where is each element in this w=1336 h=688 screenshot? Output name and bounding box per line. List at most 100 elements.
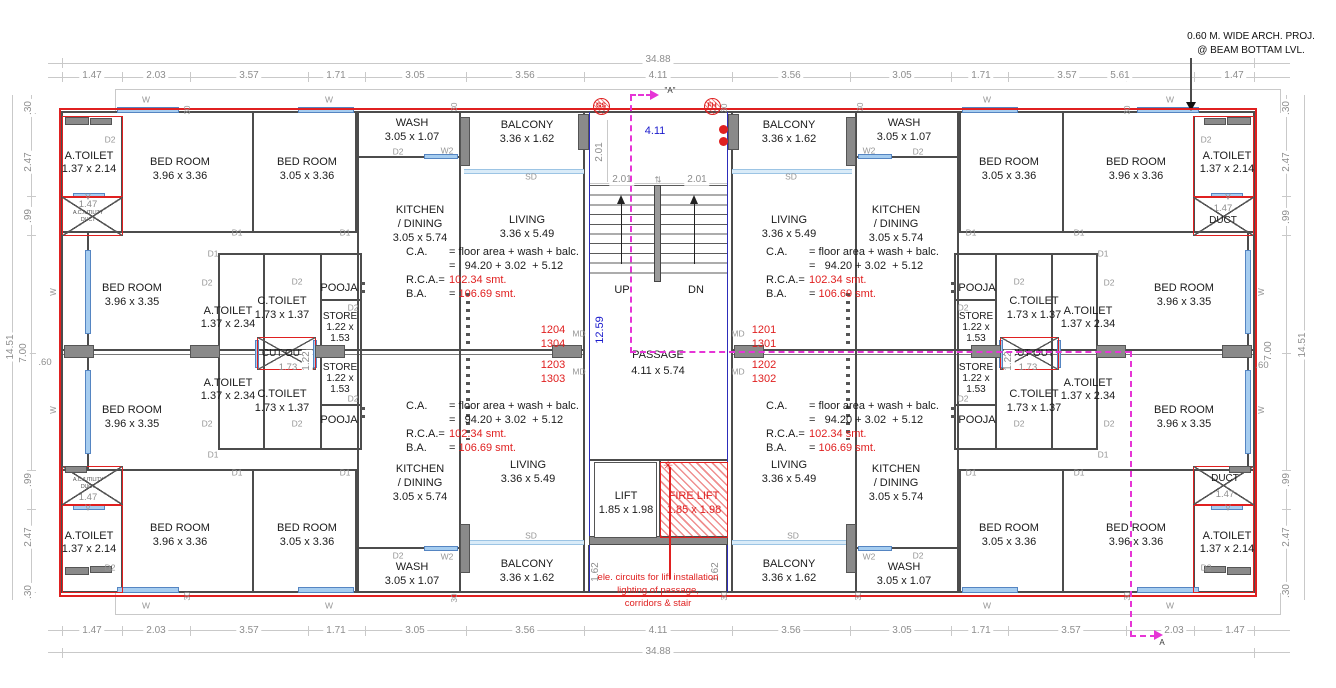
- 1-37-x-2-14-label: 1.37 x 2.14: [1199, 163, 1255, 176]
- wall: [219, 253, 362, 255]
- area-statement-text: 102.34 smt.: [449, 274, 507, 286]
- stair-arrow-line: [694, 204, 695, 264]
- down-arrow-icon: [1186, 102, 1196, 111]
- dimension-line: [850, 72, 851, 82]
- 1-53-label: 1.53: [330, 332, 350, 344]
- 3-36-x-5-49-label: 3.36 x 5.49: [500, 473, 556, 486]
- d2-label: D2: [1200, 562, 1212, 573]
- 30-label: 30: [1122, 105, 1132, 115]
- 1-47-label: 1.47: [1215, 489, 1235, 501]
- 1-47-label: 1.47: [1221, 70, 1247, 82]
- section-arrow-icon: [650, 90, 659, 100]
- window: [1245, 250, 1251, 334]
- 30-label: 30: [449, 102, 459, 112]
- wall: [1193, 470, 1195, 592]
- 30-label: 30: [719, 103, 729, 113]
- dimension-line: [1254, 648, 1255, 658]
- d2-label: D2: [957, 302, 969, 313]
- window: [1137, 587, 1199, 593]
- label-label: ✳: [662, 458, 674, 473]
- 4-11-label: 4.11: [644, 125, 666, 138]
- 3-96-x-3-35-label: 3.96 x 3.35: [104, 296, 160, 309]
- w2-label: W2: [862, 145, 876, 156]
- 3-05-label: 3.05: [889, 625, 915, 637]
- 3-57-label: 3.57: [1058, 625, 1084, 637]
- wall: [355, 111, 357, 233]
- door-block: [1229, 466, 1251, 473]
- d1-label: D1: [207, 449, 219, 460]
- wall: [957, 352, 959, 593]
- dimension-line: [1254, 58, 1255, 68]
- dotted-projection-line: [951, 407, 955, 423]
- wall: [855, 111, 857, 353]
- 3-96-x-3-35-label: 3.96 x 3.35: [104, 418, 160, 431]
- 3-36-x-1-62-label: 3.36 x 1.62: [761, 572, 817, 585]
- window: [858, 546, 892, 551]
- window: [117, 587, 179, 593]
- 1-71-label: 1.71: [323, 625, 349, 637]
- dimension-line: [732, 72, 733, 82]
- a-toilet-label: A.TOILET: [203, 377, 253, 390]
- dimension-line: [62, 648, 63, 658]
- boundary-line: [59, 108, 61, 597]
- lift-label: LIFT: [614, 490, 638, 503]
- boundary-line: [61, 595, 1255, 597]
- dimension-line: [1194, 626, 1195, 636]
- door-block: [65, 567, 89, 575]
- 1304-label: 1304: [540, 338, 566, 351]
- bed-room-label: BED ROOM: [277, 156, 337, 169]
- 30-label: 30: [855, 102, 865, 112]
- electrical-note-line: lighting of passage,: [617, 585, 699, 597]
- window: [298, 587, 354, 593]
- sd-label: SD: [785, 171, 797, 182]
- 30-label: 30: [449, 593, 459, 603]
- wall: [61, 111, 63, 593]
- w-label: W: [1165, 600, 1175, 611]
- dimension-line: [1282, 235, 1291, 236]
- door-block: [190, 345, 220, 358]
- area-statement-text: =: [809, 288, 819, 300]
- area-statement-text: C.A.: [406, 400, 428, 412]
- 2-01-label: 2.01: [593, 140, 606, 164]
- d2-label: D2: [347, 302, 359, 313]
- door-block: [460, 117, 470, 166]
- sd-label: SD: [525, 530, 537, 541]
- dimension-line: [1008, 72, 1009, 82]
- 1-37-x-2-34-label: 1.37 x 2.34: [200, 390, 256, 403]
- area-statement-text: 102.34 smt.: [809, 428, 867, 440]
- w-label: W: [982, 94, 992, 105]
- w-label: W: [1165, 94, 1175, 105]
- 1-47-label: 1.47: [79, 70, 105, 82]
- d2-label: D2: [392, 146, 404, 157]
- door-block: [728, 114, 739, 150]
- duct-cross-icon: [1193, 197, 1254, 236]
- 99-label: .99: [22, 471, 35, 489]
- marker-dot-icon: [719, 125, 728, 134]
- 1-85-x-1-98-label: 1.85 x 1.98: [598, 504, 654, 517]
- area-statement-text: = 106.69 smt.: [449, 288, 516, 301]
- 1-37-x-2-14-label: 1.37 x 2.14: [61, 543, 117, 556]
- kitchen-label: KITCHEN: [395, 204, 445, 217]
- bed-room-label: BED ROOM: [150, 156, 210, 169]
- wall: [358, 547, 460, 549]
- 1-47-label: 1.47: [79, 625, 105, 637]
- 1-53-label: 1.53: [966, 332, 986, 344]
- 60-label: .60: [38, 357, 52, 369]
- wall: [1193, 117, 1195, 233]
- c-toilet-label: C.TOILET: [1009, 388, 1059, 401]
- dimension-line: [31, 95, 32, 600]
- d1-label: D1: [207, 248, 219, 259]
- up-arrow-icon: [690, 195, 698, 204]
- 3-36-x-1-62-label: 3.36 x 1.62: [761, 133, 817, 146]
- area-statement-text: 102.34 smt.: [449, 428, 507, 440]
- sliding-door: [732, 540, 852, 545]
- w2-label: W2: [440, 145, 454, 156]
- d1-label: D1: [339, 467, 351, 478]
- arch-projection-note-line: 0.60 M. WIDE ARCH. PROJ.: [1187, 30, 1315, 42]
- wall: [321, 299, 362, 301]
- 2-47-label: 2.47: [1280, 525, 1293, 549]
- 1302-label: 1302: [751, 373, 777, 386]
- dimension-line: [1126, 626, 1127, 636]
- up-arrow-icon: [617, 195, 625, 204]
- wall: [357, 111, 359, 353]
